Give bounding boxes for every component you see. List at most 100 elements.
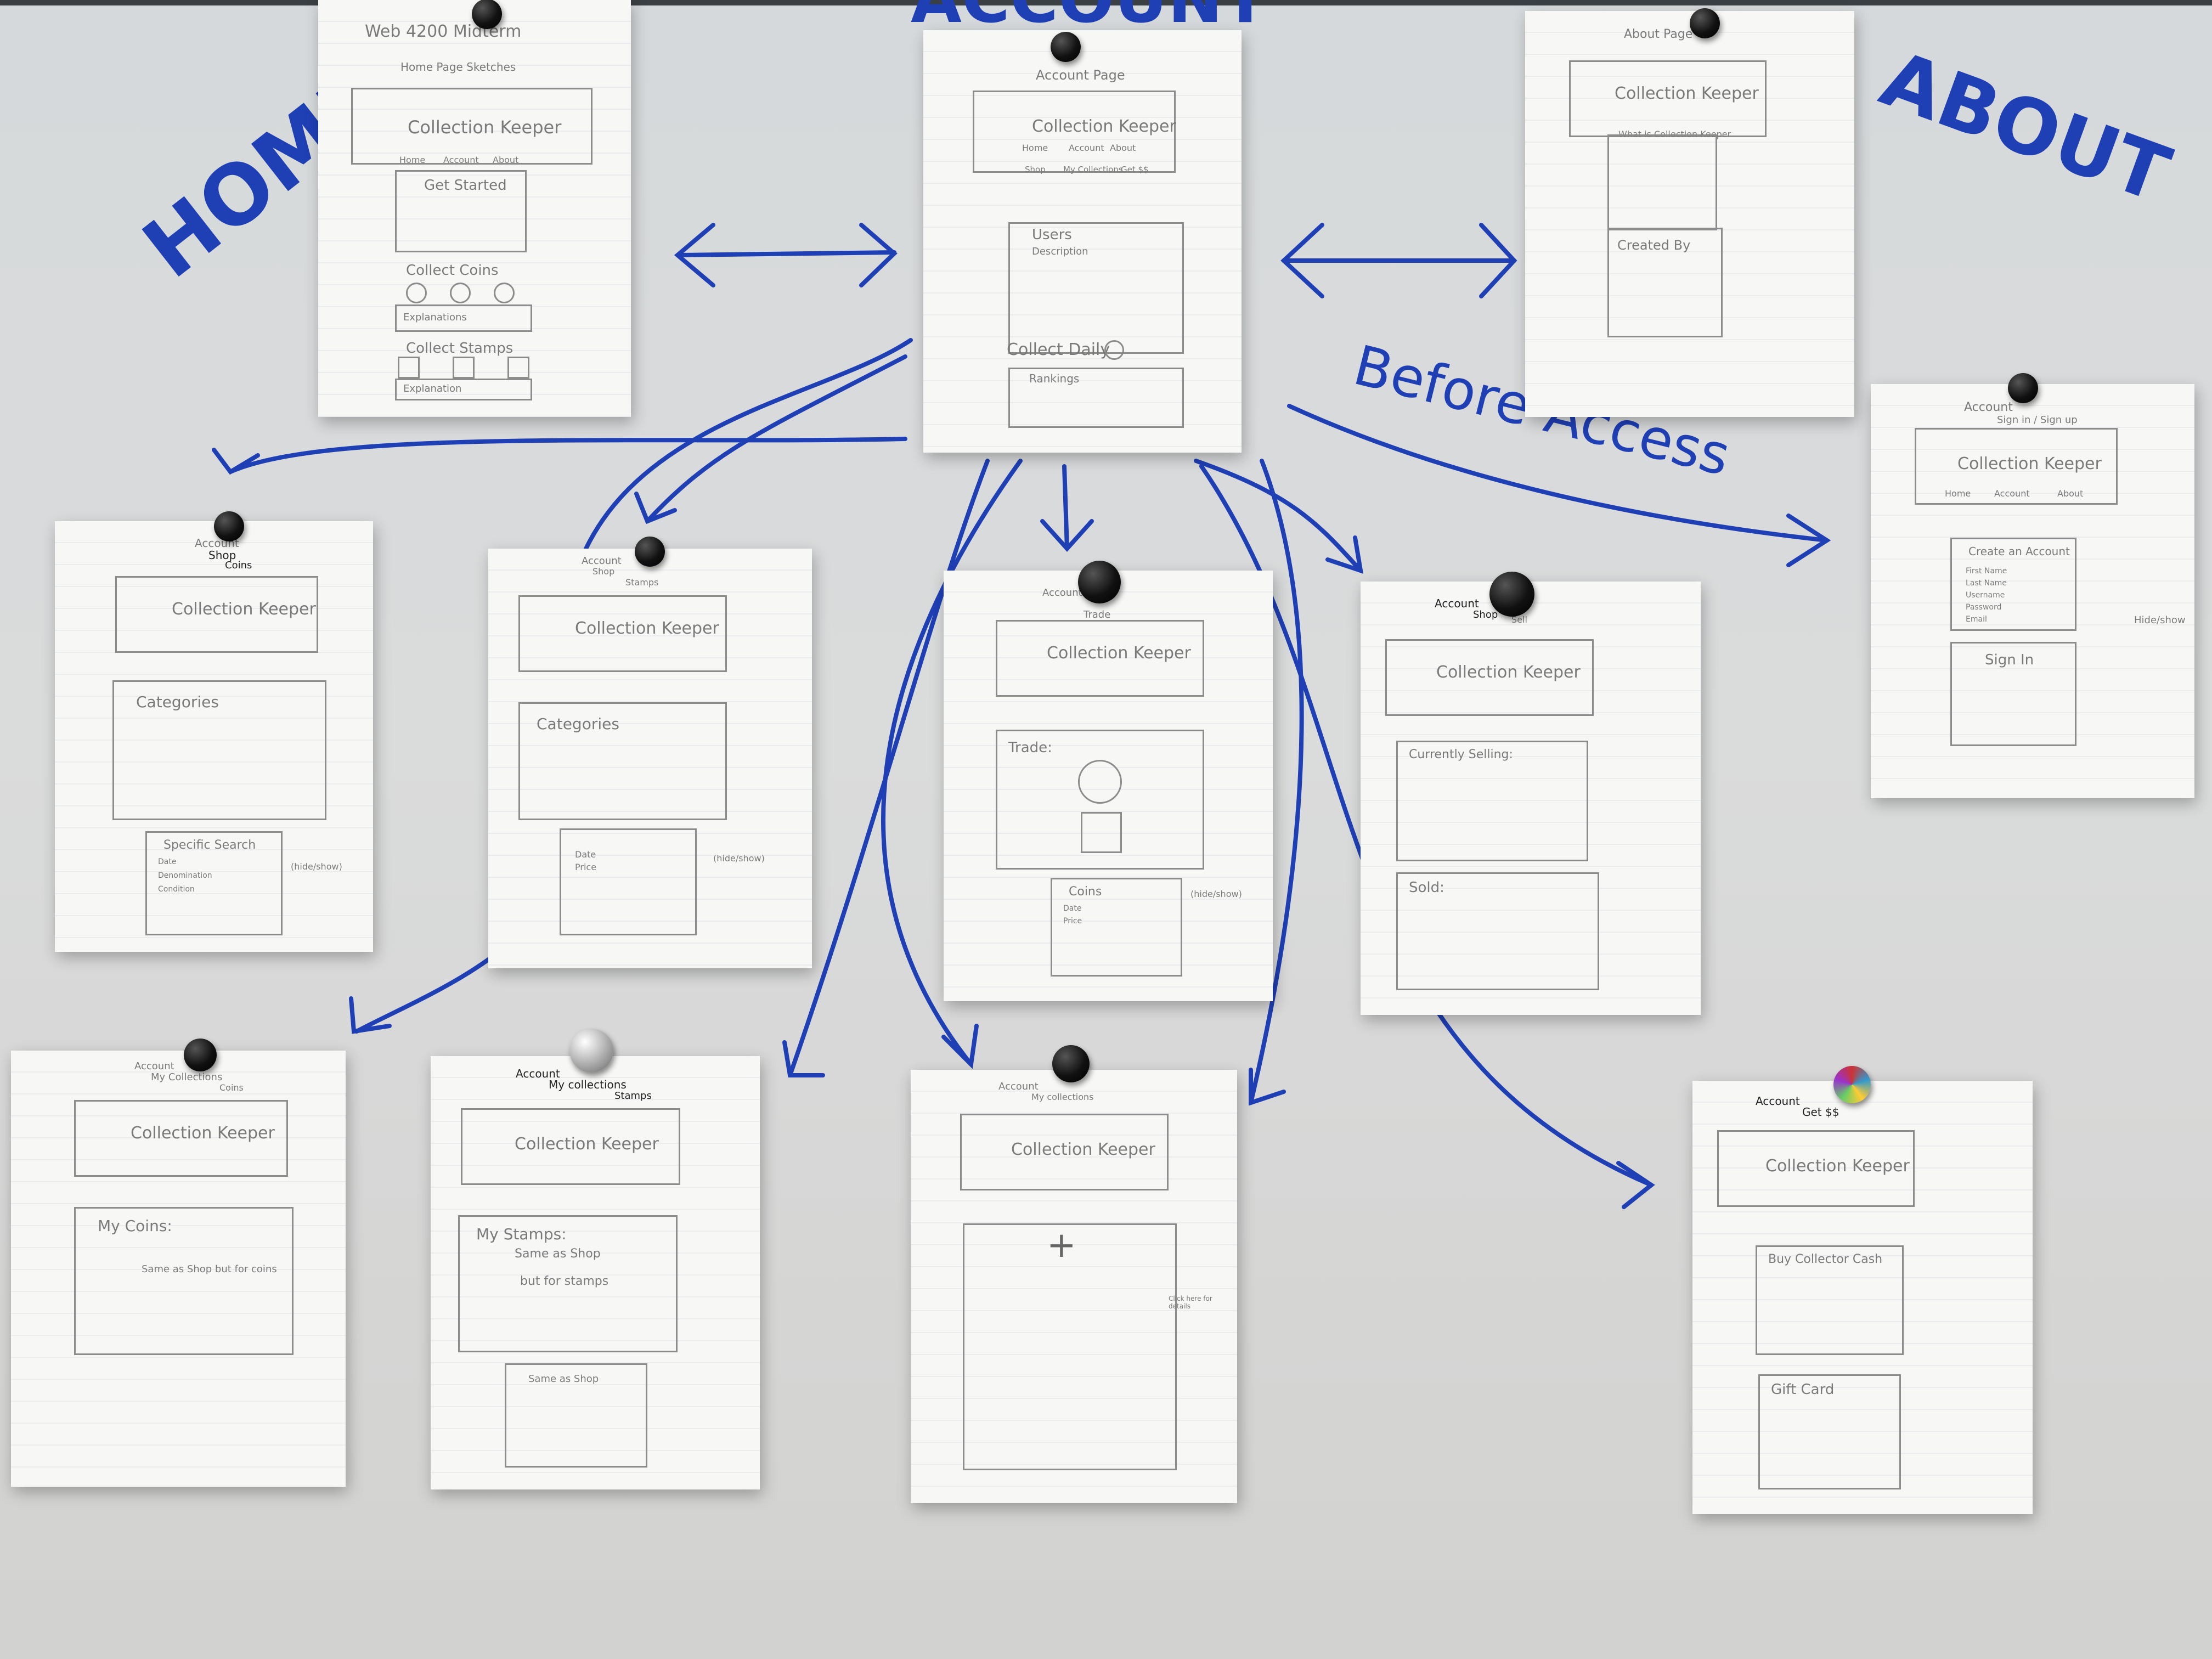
account-nav-home: Home [1022, 143, 1048, 153]
my-collections-add: + [1047, 1225, 1076, 1266]
shop-trade-field-date: Date [1063, 904, 1082, 913]
signin-heading: Account [1964, 400, 2013, 414]
account-user-box: Users Description [1008, 222, 1184, 354]
account-nav-about: About [1110, 143, 1136, 153]
account-subnav-mycollections: My Collections [1063, 165, 1123, 174]
shop-stamps-categories: Categories [537, 715, 619, 733]
shop-coins-field-denom: Denomination [158, 871, 212, 880]
shop-stamps-sub2: Stamps [625, 577, 659, 588]
home-nav-account: Account [443, 155, 479, 165]
signin-brand: Collection Keeper [1957, 454, 2102, 473]
home-stamp-3 [507, 357, 529, 379]
shop-trade-header: Collection Keeper [996, 620, 1204, 697]
shop-trade-panel-title: Coins [1069, 885, 1102, 899]
shop-trade-box: Trade: [996, 730, 1204, 870]
home-page-sketch: Web 4200 Midterm Home Page Sketches Coll… [318, 0, 631, 417]
about-heading: About Page [1624, 27, 1693, 41]
shop-stamps-sketch: Account Shop Stamps Collection Keeper Ca… [488, 549, 812, 968]
shop-stamps-sub: Shop [592, 566, 615, 577]
signin-create-box: Create an Account First Name Last Name U… [1950, 538, 2076, 631]
account-page-sketch: Account Page Collection Keeper Home Acco… [923, 30, 1242, 453]
about-created-box: Created By [1607, 228, 1723, 337]
account-daily: Collect Daily [1007, 340, 1110, 359]
shop-coins-field-date: Date [158, 857, 177, 866]
about-created: Created By [1617, 238, 1691, 253]
my-collections-brand: Collection Keeper [1011, 1140, 1155, 1159]
my-coins-heading: Account [134, 1060, 174, 1072]
my-collections-heading: Account [998, 1081, 1039, 1092]
my-stamps-empty1: Same as Shop [515, 1247, 601, 1261]
about-q: What is Collection Keeper [1618, 129, 1731, 139]
my-stamps-sub2: Stamps [614, 1090, 652, 1102]
my-coins-empty: Same as Shop but for coins [142, 1263, 277, 1275]
my-stamps-sub: My collections [549, 1078, 627, 1091]
signin-hide-show: Hide/show [2134, 614, 2186, 626]
account-rankings: Rankings [1029, 372, 1080, 385]
my-collections-sketch: Account My collections Collection Keeper… [911, 1070, 1237, 1503]
account-user-desc: Description [1032, 246, 1088, 257]
home-stamp-2 [453, 357, 475, 379]
account-daily-icon [1104, 340, 1124, 360]
signin-page-sketch: Account Sign in / Sign up Collection Kee… [1871, 384, 2194, 798]
magnet-account [1051, 32, 1081, 62]
shop-trade-heading: Account [1042, 587, 1082, 599]
get-money-heading: Account [1756, 1094, 1800, 1108]
signin-login-title: Sign In [1985, 652, 2034, 668]
shop-stamps-hide-show: (hide/show) [713, 853, 765, 864]
shop-sell-sub2: Sell [1511, 614, 1527, 625]
account-user-title: Users [1032, 227, 1072, 243]
signin-field-email: Email [1966, 615, 1987, 624]
magnet-get-money [1833, 1066, 1871, 1103]
my-collections-note: Click here for details [1169, 1295, 1212, 1310]
signin-nav-account: Account [1994, 488, 2030, 499]
signin-field-username: Username [1966, 591, 2005, 600]
shop-stamps-heading: Account [582, 555, 622, 567]
signin-field-last: Last Name [1966, 579, 2007, 588]
get-money-gift-box: Gift Card [1758, 1374, 1901, 1489]
magnet-my-collections [1052, 1045, 1090, 1082]
shop-trade-panel: Coins Date Price [1051, 878, 1182, 977]
my-stamps-empty2: but for stamps [520, 1274, 609, 1288]
shop-coins-brand: Collection Keeper [172, 600, 316, 619]
shop-trade-sub: Trade [1084, 609, 1111, 620]
shop-stamps-header: Collection Keeper [518, 595, 727, 672]
shop-trade-hide-show: (hide/show) [1190, 889, 1242, 899]
my-coins-box: My Coins: Same as Shop but for coins [74, 1207, 294, 1355]
shop-trade-brand: Collection Keeper [1047, 644, 1191, 663]
magnet-shop-coins [214, 511, 244, 541]
my-stamps-header: Collection Keeper [461, 1108, 680, 1185]
my-stamps-title: My Stamps: [476, 1225, 567, 1243]
shop-sell-header: Collection Keeper [1385, 639, 1594, 716]
my-coins-sketch: Account My Collections Coins Collection … [11, 1051, 346, 1487]
shop-stamps-field-price: Price [575, 862, 597, 872]
shop-coins-header: Collection Keeper [115, 576, 318, 653]
shop-sell-sketch: Account Shop Sell Collection Keeper Curr… [1361, 582, 1701, 1015]
shop-coins-hide-show: (hide/show) [291, 861, 342, 872]
home-header: Collection Keeper [351, 88, 592, 165]
get-money-sketch: Account Get $$ Collection Keeper Buy Col… [1692, 1081, 2033, 1514]
shop-coins-search: Specific Search [163, 838, 256, 852]
get-money-gift: Gift Card [1771, 1381, 1835, 1398]
home-nav-home: Home [399, 155, 426, 165]
my-coins-brand: Collection Keeper [131, 1124, 275, 1143]
my-stamps-footer: Same as Shop [528, 1373, 599, 1385]
home-section2-box: Explanation [395, 379, 532, 400]
home-section1: Collect Coins [406, 262, 499, 279]
account-heading: Account Page [1036, 67, 1125, 83]
shop-sell-sold: Sold: [1409, 879, 1444, 896]
home-section2-note: Explanation [403, 383, 462, 394]
get-money-cash: Buy Collector Cash [1768, 1252, 1883, 1266]
home-heading: Web 4200 Midterm [365, 22, 522, 41]
about-q-box [1607, 134, 1717, 230]
my-stamps-footer-box: Same as Shop [505, 1363, 647, 1468]
magnet-my-stamps [569, 1029, 613, 1073]
home-section1-box: Explanations [395, 304, 532, 332]
my-stamps-box: My Stamps: Same as Shop but for stamps [458, 1215, 678, 1352]
magnet-signin [2008, 373, 2038, 403]
signin-header: Collection Keeper [1915, 428, 2118, 505]
magnet-about [1690, 8, 1720, 38]
shop-sell-brand: Collection Keeper [1436, 663, 1581, 682]
get-money-sub: Get $$ [1802, 1105, 1839, 1119]
my-collections-header: Collection Keeper [960, 1114, 1169, 1190]
